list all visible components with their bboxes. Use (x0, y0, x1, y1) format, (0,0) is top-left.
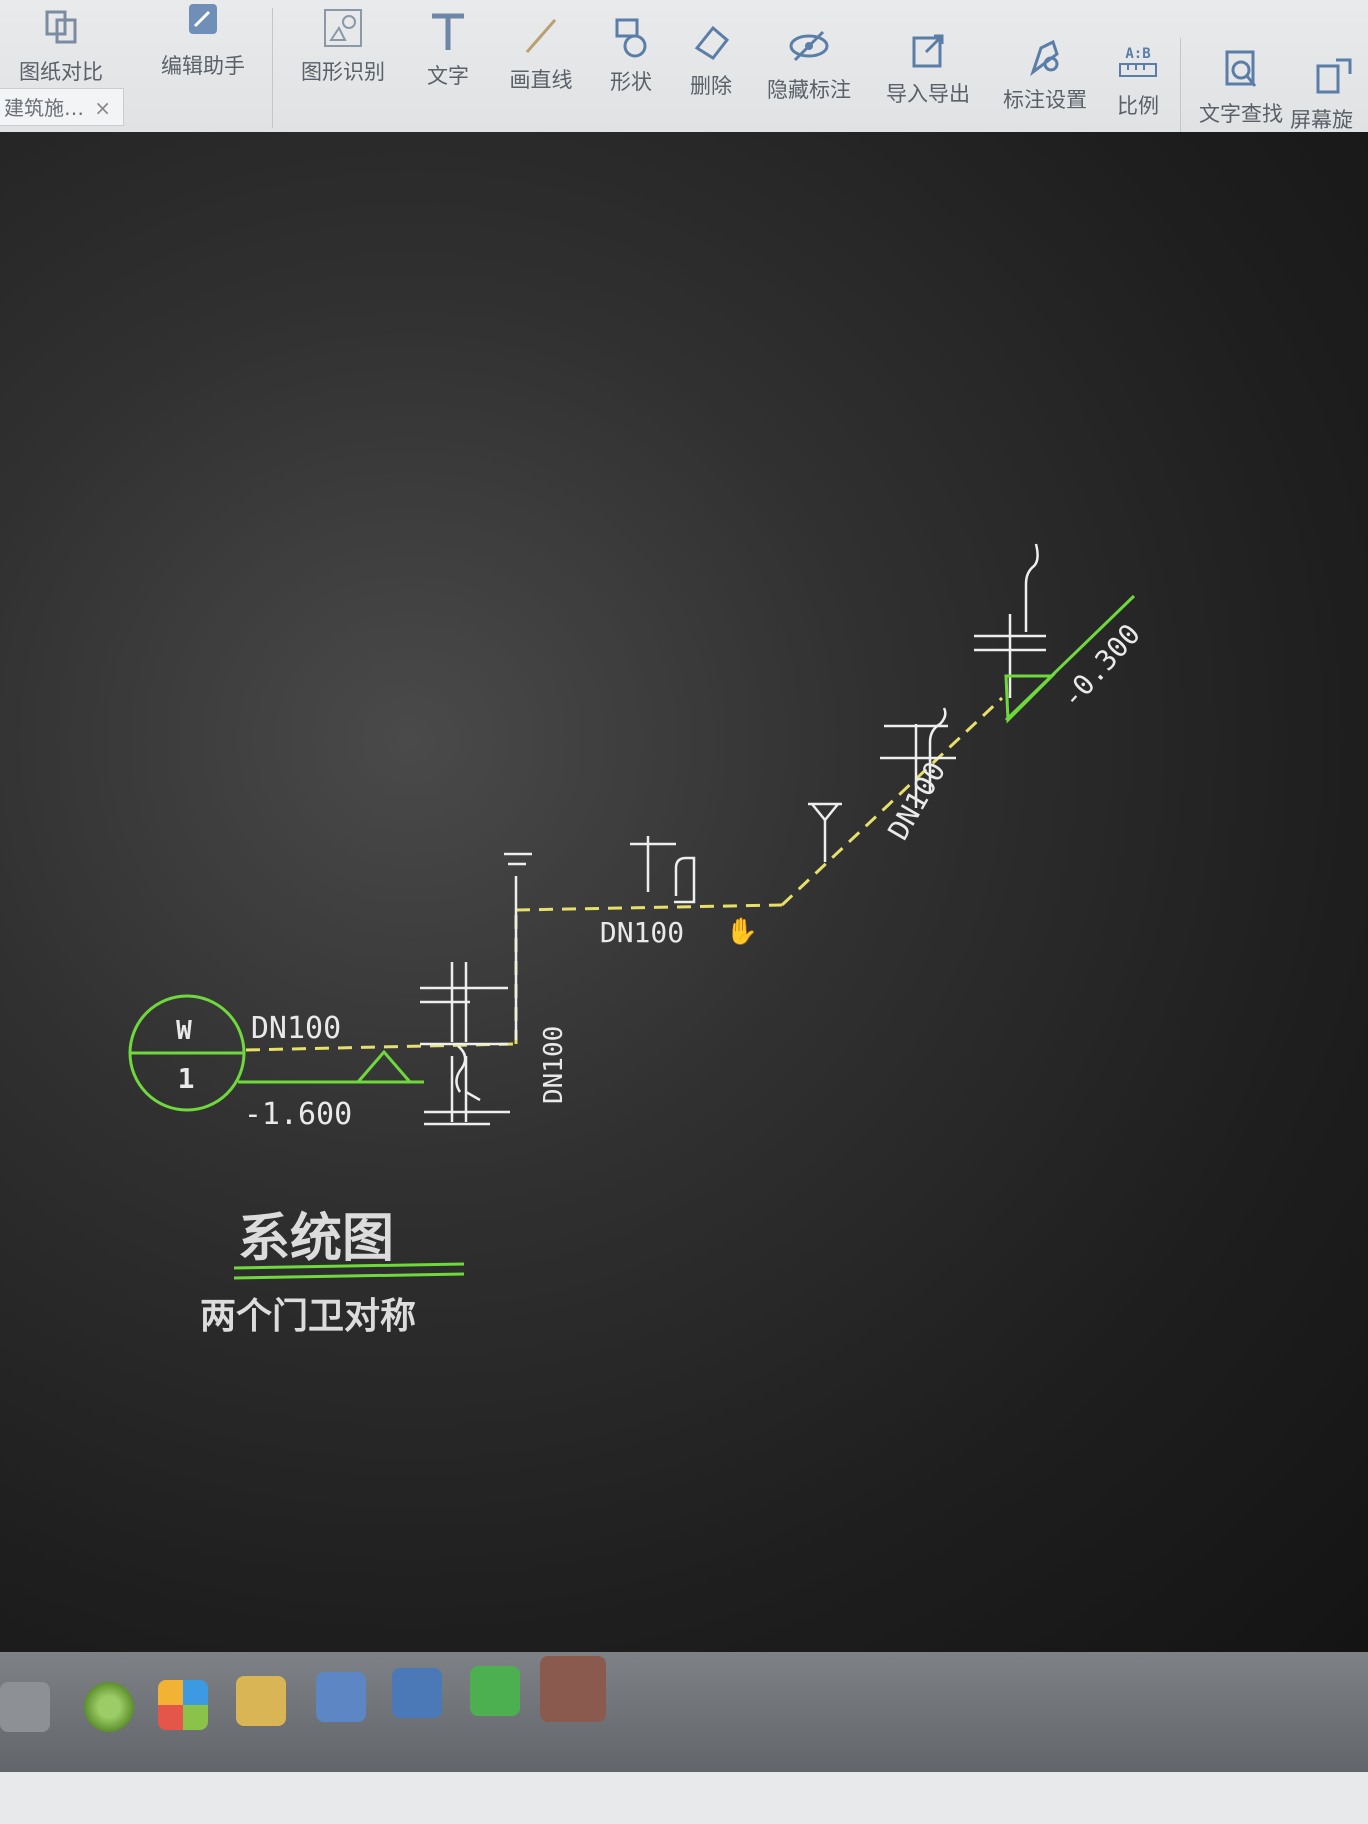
toolbar-separator (272, 8, 273, 128)
pipe-label-horizontal-mid: DN100 (600, 916, 684, 949)
shape-button[interactable]: 形状 (576, 16, 686, 96)
edit-assistant-label: 编辑助手 (161, 54, 245, 78)
floor-drain-symbol (808, 802, 842, 862)
pipe-label-horizontal-low: DN100 (251, 1011, 341, 1046)
elevation-marker-low (238, 1049, 424, 1084)
edit-assistant-button[interactable]: 编辑助手 (148, 0, 258, 80)
start-icon[interactable] (0, 1682, 50, 1732)
document-tab[interactable]: 建筑施… × (0, 88, 124, 126)
hand-cursor-icon: ✋ (726, 916, 758, 947)
ratio-text: A:B (1125, 46, 1150, 62)
hide-eye-icon (754, 24, 864, 70)
fixture-mid (630, 836, 696, 904)
source-symbol-bottom: 1 (178, 1062, 195, 1095)
import-export-button[interactable]: 导入导出 (873, 28, 983, 108)
text-search-icon (1186, 48, 1296, 94)
text-button[interactable]: 文字 (393, 10, 503, 90)
spreadsheet-app-icon[interactable] (470, 1666, 520, 1716)
compare-button[interactable]: 图纸对比 (6, 6, 116, 86)
media-app-icon[interactable] (316, 1672, 366, 1722)
taskbar (0, 1652, 1368, 1772)
screen-rotate-button[interactable]: 屏幕旋 (1290, 54, 1368, 134)
cad-app-icon[interactable] (392, 1668, 442, 1718)
drawing-title: 系统图 (238, 1209, 394, 1269)
import-export-icon (873, 28, 983, 74)
pipe-label-vertical: DN100 (539, 1026, 569, 1104)
text-label: 文字 (427, 64, 469, 88)
elevation-label-low: -1.600 (244, 1097, 352, 1132)
draw-line-button[interactable]: 画直线 (486, 14, 596, 94)
file-explorer-icon[interactable] (236, 1676, 286, 1726)
plumbing-system-drawing: W 1 DN100 -1.600 DN100 DN100 (128, 543, 1147, 1337)
annotation-settings-label: 标注设置 (1003, 88, 1087, 112)
compare-label: 图纸对比 (19, 60, 103, 84)
toolbar-separator (1180, 38, 1181, 158)
line-icon (486, 14, 596, 60)
drawing-subtitle: 两个门卫对称 (200, 1296, 416, 1337)
scale-ruler-icon: A:B (1083, 40, 1193, 86)
delete-button[interactable]: 删除 (656, 20, 766, 100)
shape-recognition-icon (288, 6, 398, 52)
document-tab-label: 建筑施… (4, 96, 84, 120)
fixture-diagonal-2 (974, 543, 1046, 698)
hide-annotation-button[interactable]: 隐藏标注 (754, 24, 864, 104)
screen-rotate-icon (1312, 54, 1368, 100)
drawing-canvas[interactable]: W 1 DN100 -1.600 DN100 DN100 (0, 132, 1368, 1652)
source-symbol-top: W (176, 1016, 192, 1046)
pipe-diagonal (780, 696, 1004, 907)
annotation-settings-button[interactable]: 标注设置 (990, 34, 1100, 114)
shape-recognition-label: 图形识别 (301, 60, 385, 84)
monitor-bezel (0, 1772, 1368, 1824)
apps-grid-icon[interactable] (158, 1680, 208, 1730)
fixture-diagonal-1 (880, 707, 956, 808)
scale-button[interactable]: A:B 比例 (1083, 40, 1193, 120)
scale-label: 比例 (1117, 94, 1159, 118)
screen-rotate-label: 屏幕旋 (1290, 108, 1353, 132)
title-underline (233, 1262, 465, 1280)
eraser-icon (656, 20, 766, 66)
shape-recognition-button[interactable]: 图形识别 (288, 6, 398, 86)
compare-icon (6, 6, 116, 52)
hide-annotation-label: 隐藏标注 (767, 78, 851, 102)
browser-icon[interactable] (84, 1682, 134, 1732)
wechat-icon[interactable] (540, 1656, 606, 1722)
elevation-marker-high (1004, 594, 1136, 724)
annotation-settings-icon (990, 34, 1100, 80)
pipe-network (245, 696, 1004, 1052)
water-source-symbol[interactable] (128, 994, 246, 1112)
delete-label: 删除 (690, 74, 732, 98)
toolbar: 图纸对比 编辑助手 图形识别 文字 画直线 形状 删除 隐藏标注 导入导出 标注… (0, 0, 1368, 158)
text-icon (393, 10, 503, 56)
wall-sleeve-fixture (420, 962, 510, 1126)
elevation-label-high: -0.300 (1055, 617, 1147, 714)
text-search-button[interactable]: 文字查找 (1186, 48, 1296, 128)
text-search-label: 文字查找 (1199, 102, 1283, 126)
close-icon[interactable]: × (94, 96, 111, 120)
edit-assistant-icon (148, 0, 258, 46)
pipe-horizontal-mid (515, 903, 783, 912)
shape-icon (576, 16, 686, 62)
riser-top-fixture (504, 852, 532, 1040)
shape-label: 形状 (610, 70, 652, 94)
draw-line-label: 画直线 (509, 68, 573, 92)
import-export-label: 导入导出 (886, 82, 970, 106)
